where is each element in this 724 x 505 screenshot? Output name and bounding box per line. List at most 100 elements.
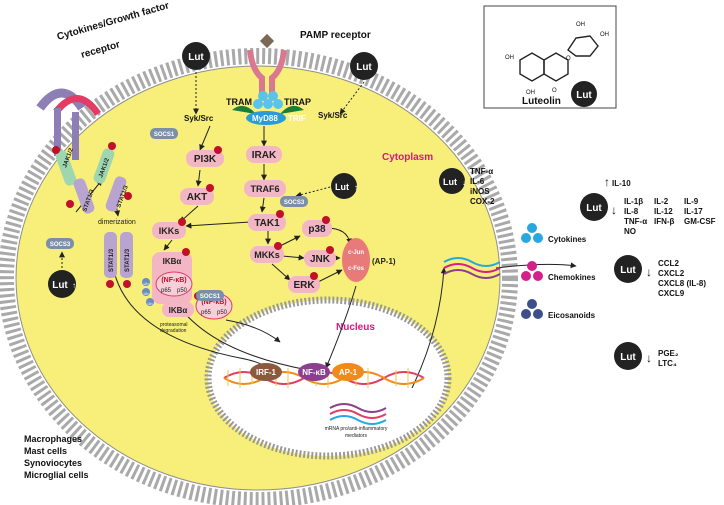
lut-text-left: Lut — [52, 280, 68, 291]
node-akt: AKT — [180, 184, 214, 205]
lut-badge-eicosanoids: Lut — [614, 342, 642, 370]
cell-type-2: Synoviocytes — [24, 458, 82, 468]
cell-type-0: Macrophages — [24, 434, 82, 444]
luteolin-o-1: O — [566, 56, 571, 62]
cytokines-icon — [521, 223, 543, 243]
node-erk-label: ERK — [293, 280, 315, 291]
p50-label: p50 — [177, 288, 188, 294]
inner-list-3: COX-2 — [470, 197, 495, 206]
node-pi3k: PI3K — [186, 146, 224, 167]
luteolin-name: Luteolin — [522, 96, 561, 107]
node-cfos-label: c-Fos — [348, 266, 365, 272]
luteolin-oh-4: OH — [600, 32, 609, 38]
tf-ap1: AP-1 — [332, 363, 364, 381]
eico-list-1: LTC₄ — [658, 359, 677, 368]
node-ikba2-label: IKBα — [169, 306, 188, 315]
lut-text-chemokines: Lut — [620, 265, 636, 276]
node-pi3k-label: PI3K — [194, 154, 217, 165]
cyt-col2-2: IFN-β — [654, 217, 675, 226]
p50-free-label: p50 — [217, 310, 228, 316]
lut-badge-tak: Lut ↑ — [331, 173, 358, 199]
node-akt-label: AKT — [187, 192, 208, 203]
socs1-top: SOCS1 — [150, 128, 178, 139]
proteasomal-label: proteasomal — [160, 322, 188, 328]
lut-text-tak: Lut — [335, 182, 349, 192]
lut-badge-right-top: Lut — [350, 52, 378, 80]
cytoplasm-label: Cytoplasm — [382, 152, 433, 163]
luteolin-o-2: O — [552, 88, 557, 94]
chem-list-1: CXCL2 — [658, 269, 685, 278]
socs3-left: SOCS3 — [46, 238, 74, 249]
cytokines-label: Cytokines — [548, 235, 587, 244]
cyt-col1-3: NO — [624, 227, 636, 236]
eicosanoids-label: Eicosanoids — [548, 311, 596, 320]
chem-down-arrow: ↓ — [646, 265, 652, 279]
node-ikba1-label: IKBα — [163, 257, 182, 266]
node-tak1-label: TAK1 — [254, 218, 280, 229]
cell-membrane — [0, 48, 518, 505]
syk-right-label: Syk/Src — [318, 111, 348, 120]
lut-up-arrow-tak: ↑ — [354, 183, 358, 192]
socs3-right: SOCS3 — [280, 196, 308, 207]
degradation-label: degradation — [160, 328, 187, 334]
syk-left-label: Syk/Src — [184, 114, 214, 123]
node-erk: ERK — [288, 272, 320, 293]
chemokines-label: Chemokines — [548, 273, 596, 282]
node-traf6: TRAF6 — [244, 180, 286, 197]
node-mkks-label: MKKs — [254, 250, 280, 260]
cyt-col1-0: IL-1β — [624, 197, 643, 206]
dimerization-label: dimerization — [98, 219, 136, 226]
socs3-right-label: SOCS3 — [284, 200, 305, 206]
socs1-top-label: SOCS1 — [154, 132, 175, 138]
cyt-col1-1: IL-8 — [624, 207, 639, 216]
lut-text-eicosanoids: Lut — [620, 352, 636, 363]
nfkb-free-label: (NF-κB) — [201, 299, 226, 306]
cytokine-receptor — [36, 88, 101, 160]
tf-nfkb-label: NF-κB — [302, 368, 326, 377]
lut-text-left-top: Lut — [188, 52, 204, 63]
luteolin-oh-3: OH — [576, 22, 585, 28]
mrna-label-2: mediators — [345, 433, 367, 439]
lut-down-arrow-inner: ↓ — [462, 178, 466, 187]
socs3-left-label: SOCS3 — [50, 242, 71, 248]
cyt-col3-0: IL-9 — [684, 197, 699, 206]
cyt-col1-2: TNF-α — [624, 217, 647, 226]
lut-badge-box: Lut — [571, 81, 597, 107]
ap1-paren-label: (AP-1) — [372, 257, 396, 266]
lut-badge-left: Lut ↑ — [48, 270, 76, 298]
node-p38: p38 — [302, 216, 332, 237]
cyt-col2-1: IL-12 — [654, 207, 673, 216]
lut-text-right-top: Lut — [356, 62, 372, 73]
chem-list-0: CCL2 — [658, 259, 679, 268]
cyt-col3-2: GM-CSF — [684, 217, 716, 226]
node-p38-label: p38 — [308, 224, 326, 235]
lut-text-inner: Lut — [443, 177, 457, 187]
myd88-label: MyD88 — [252, 114, 278, 123]
eico-down-arrow: ↓ — [646, 351, 652, 365]
lut-badge-left-top: Lut — [182, 42, 210, 70]
luteolin-oh-2: OH — [526, 90, 535, 96]
jak-stat-group — [52, 142, 132, 214]
tf-irf1-label: IRF-1 — [256, 368, 277, 377]
node-ikks: IKKs — [152, 218, 186, 239]
inner-list-1: IL-6 — [470, 177, 485, 186]
lut-text-cytokines: Lut — [586, 203, 602, 214]
eico-list-0: PGE₂ — [658, 349, 679, 358]
stat13-d-label: STAT1/3 — [125, 248, 131, 272]
inner-list-0: TNF-α — [470, 167, 493, 176]
node-cjun-cfos: c-Jun c-Fos — [342, 238, 370, 282]
il10-label: IL-10 — [612, 179, 631, 188]
secreted-mrna — [443, 257, 501, 279]
luteolin-oh-1: OH — [505, 55, 514, 61]
cell-type-3: Microglial cells — [24, 470, 89, 480]
mrna-label-1: mRNA pro/anti-inflammatory — [325, 426, 388, 432]
chem-list-3: CXCL9 — [658, 289, 685, 298]
node-ikba-degraded: IKBα Ub Ub Ub — [142, 278, 194, 317]
cyt-down-arrow: ↓ — [611, 203, 617, 217]
ub-label-2: Ub — [143, 291, 149, 296]
node-ikks-label: IKKs — [159, 226, 180, 236]
cytokine-receptor-label: Cytokines/Growth factor — [56, 0, 171, 43]
ub-label-3: Ub — [147, 301, 153, 306]
node-mkks: MKKs — [250, 242, 284, 263]
